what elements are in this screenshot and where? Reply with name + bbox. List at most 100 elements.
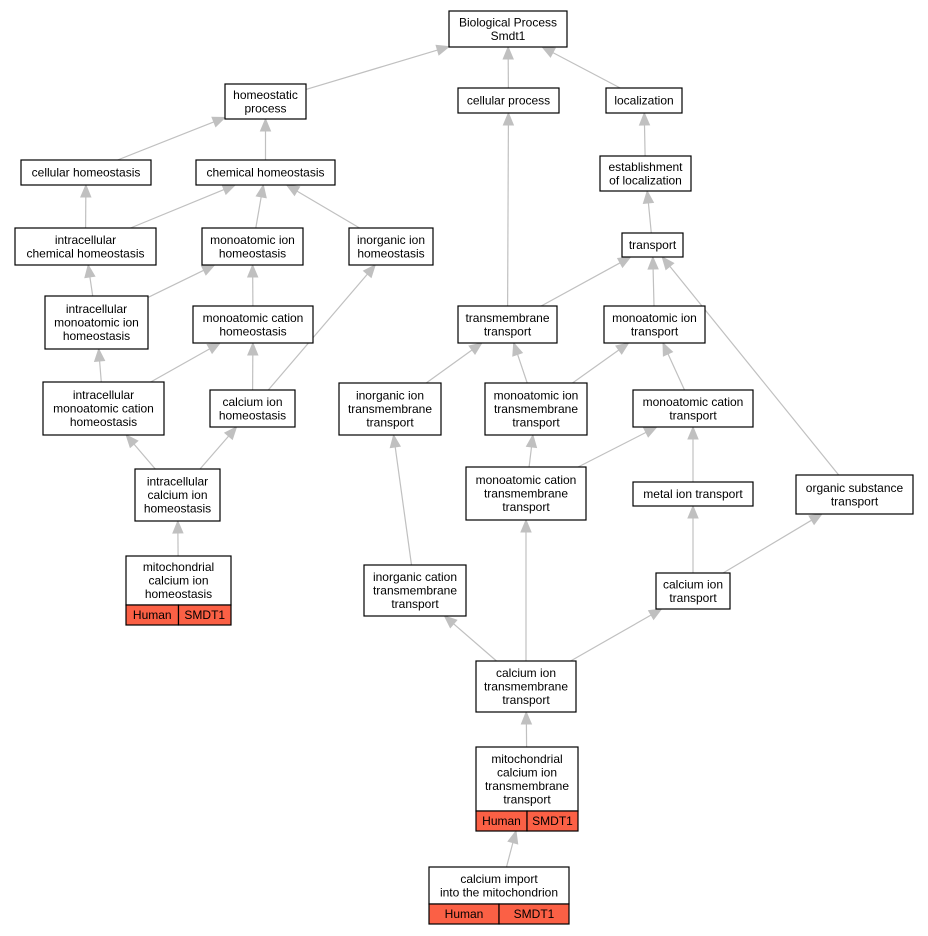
edge-line xyxy=(453,623,497,662)
node-label-line: transport xyxy=(503,792,551,806)
edge-monoatomic-cation-transmembrane-transport-to-monoatomic-cation-transport xyxy=(577,426,658,468)
node-label-line: intracellular xyxy=(147,475,208,489)
node-label-line: calcium ion xyxy=(663,577,723,591)
edge-mitochondrial-calcium-ion-homeostasis-to-intracellular-calcium-ion-homeostasis xyxy=(172,519,184,557)
node-label-line: transport xyxy=(669,408,717,422)
node-label-line: calcium ion xyxy=(147,488,207,502)
edge-line xyxy=(296,190,360,229)
node-localization[interactable]: localization xyxy=(605,87,683,114)
node-box xyxy=(475,746,579,812)
node-box xyxy=(605,87,683,114)
node-label-line: transport xyxy=(512,416,560,430)
edge-line xyxy=(199,435,230,470)
node-label-line: transport xyxy=(669,591,717,605)
edge-intracellular-chemical-homeostasis-to-chemical-homeostasis xyxy=(130,184,237,229)
edge-layer xyxy=(80,44,840,868)
node-box xyxy=(632,481,754,507)
node-label-line: Smdt1 xyxy=(491,29,526,43)
edge-line xyxy=(133,443,156,470)
node-label-line: transmembrane xyxy=(484,487,568,501)
arrowhead-icon xyxy=(246,263,259,278)
node-label-line: homeostasis xyxy=(145,587,212,601)
node-label-line: transport xyxy=(502,500,550,514)
node-label-line: monoatomic ion xyxy=(210,233,295,247)
edge-calcium-ion-transmembrane-transport-to-inorganic-cation-transmembrane-transport xyxy=(443,615,497,662)
edge-line xyxy=(528,446,533,468)
edge-homeostatic-process-to-root xyxy=(305,44,451,90)
arrowhead-icon xyxy=(93,347,106,362)
node-label-line: mitochondrial xyxy=(143,560,214,574)
node-box xyxy=(44,295,149,350)
arrowhead-icon xyxy=(808,513,824,526)
node-label-line: homeostasis xyxy=(63,329,130,343)
node-transport[interactable]: transport xyxy=(621,232,684,258)
gene-label: SMDT1 xyxy=(532,814,573,828)
node-cellular-process[interactable]: cellular process xyxy=(457,87,560,114)
edge-localization-to-root xyxy=(541,46,621,89)
species-label: Human xyxy=(482,814,521,828)
edge-intracellular-chemical-homeostasis-to-cellular-homeostasis xyxy=(80,183,92,229)
arrowhead-icon xyxy=(172,519,184,534)
node-label-line: calcium ion xyxy=(496,666,556,680)
arrowhead-icon xyxy=(525,433,538,449)
node-box xyxy=(134,468,221,522)
arrowhead-icon xyxy=(687,425,699,440)
node-label-line: monoatomic ion xyxy=(612,311,697,325)
node-label-line: chemical homeostasis xyxy=(26,246,144,260)
node-label-line: mitochondrial xyxy=(491,752,562,766)
arrowhead-icon xyxy=(285,184,301,197)
node-label-line: homeostasis xyxy=(219,408,286,422)
arrowhead-icon xyxy=(362,264,377,279)
node-metal-ion-transport[interactable]: metal ion transport xyxy=(632,481,754,507)
arrowhead-icon xyxy=(642,189,655,204)
node-label-line: calcium ion xyxy=(497,765,557,779)
edge-chemical-homeostasis-to-homeostatic-process xyxy=(259,117,272,160)
arrowhead-icon xyxy=(647,608,663,621)
node-label-line: localization xyxy=(614,94,673,108)
node-box xyxy=(475,660,577,713)
node-box xyxy=(795,474,914,515)
arrowhead-icon xyxy=(80,183,92,198)
node-label-line: transmembrane xyxy=(373,584,457,598)
node-box xyxy=(465,466,587,521)
edge-monoatomic-cation-transport-to-monoatomic-ion-transport xyxy=(662,341,686,391)
node-label-line: homeostasis xyxy=(219,246,286,260)
node-label-line: homeostasis xyxy=(144,502,211,516)
edge-line xyxy=(572,349,620,384)
edge-line xyxy=(669,265,840,476)
edge-line xyxy=(147,269,204,298)
node-label-line: transport xyxy=(831,494,879,508)
node-chemical-homeostasis[interactable]: chemical homeostasis xyxy=(195,159,336,186)
edge-cellular-homeostasis-to-homeostatic-process xyxy=(117,116,227,161)
node-box xyxy=(603,305,706,344)
node-label-line: transmembrane xyxy=(485,779,569,793)
arrowhead-icon xyxy=(389,433,402,449)
node-cellular-homeostasis[interactable]: cellular homeostasis xyxy=(20,159,152,186)
edge-calcium-ion-transmembrane-transport-to-calcium-ion-transport xyxy=(570,608,663,662)
